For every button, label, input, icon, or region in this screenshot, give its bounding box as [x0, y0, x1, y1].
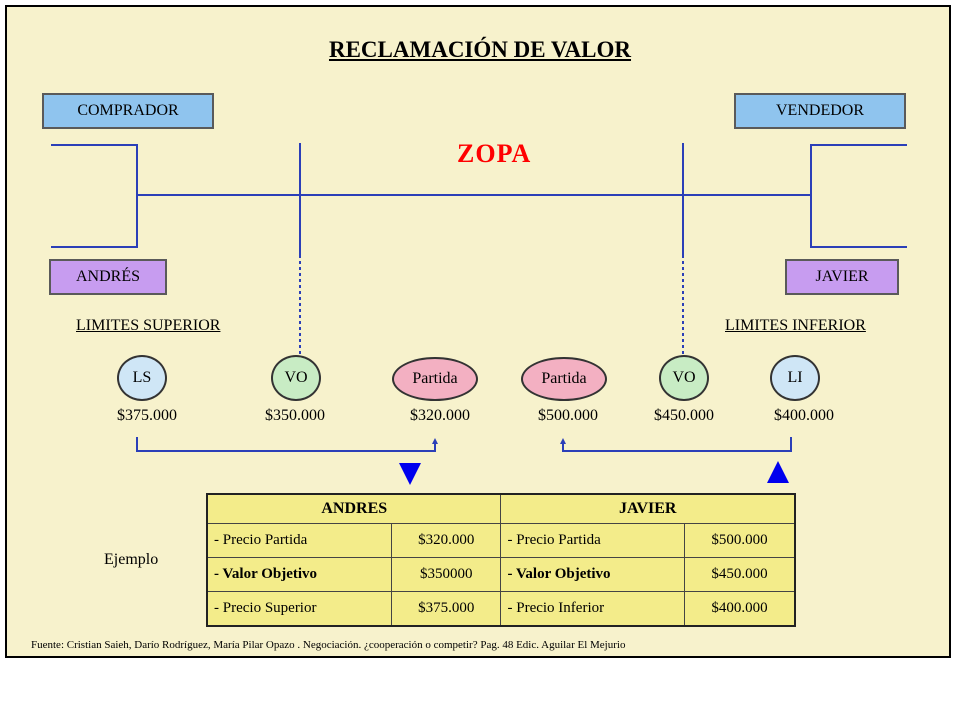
andres-row-value: $350000 — [390, 556, 502, 592]
small-up-arrow-icon — [432, 438, 438, 444]
zopa-label: ZOPA — [457, 139, 532, 168]
table-row: - Precio Superior $375.000 - Precio Infe… — [206, 590, 796, 627]
li-oval: LI — [770, 355, 820, 401]
diagram-title: RECLAMACIÓN DE VALOR — [328, 37, 632, 62]
down-arrow-icon — [399, 463, 421, 485]
buyer-role-box: COMPRADOR — [42, 93, 214, 129]
buyer-range-bracket — [136, 437, 436, 452]
vo-oval-seller: VO — [659, 355, 709, 401]
buyer-limit-label: LIMITES SUPERIOR — [76, 317, 221, 334]
seller-role-box: VENDEDOR — [734, 93, 906, 129]
javier-header: JAVIER — [500, 493, 796, 524]
table-row: - Valor Objetivo $350000 - Valor Objetiv… — [206, 556, 796, 592]
small-up-arrow-icon — [560, 438, 566, 444]
andres-row-label: - Valor Objetivo — [206, 556, 392, 592]
buyer-bracket — [51, 144, 138, 248]
table-row: - Precio Partida $320.000 - Precio Parti… — [206, 523, 796, 558]
andres-header: ANDRES — [206, 493, 502, 524]
ls-value: $375.000 — [117, 407, 177, 424]
javier-row-label: - Precio Inferior — [500, 590, 686, 627]
partida-buyer-value: $320.000 — [410, 407, 470, 424]
example-label: Ejemplo — [104, 551, 159, 568]
javier-row-label: - Precio Partida — [500, 523, 686, 558]
vo-seller-value: $450.000 — [654, 407, 714, 424]
up-arrow-icon — [767, 461, 789, 483]
seller-range-bracket — [562, 437, 792, 452]
vo-oval-buyer: VO — [271, 355, 321, 401]
andres-row-label: - Precio Superior — [206, 590, 392, 627]
javier-row-value: $400.000 — [684, 590, 796, 627]
andres-row-value: $375.000 — [390, 590, 502, 627]
example-table: ANDRES JAVIER - Precio Partida $320.000 … — [206, 493, 796, 627]
diagram-panel: RECLAMACIÓN DE VALOR COMPRADOR VENDEDOR … — [5, 5, 951, 658]
vo-buyer-value: $350.000 — [265, 407, 325, 424]
ls-oval: LS — [117, 355, 167, 401]
javier-row-label: - Valor Objetivo — [500, 556, 686, 592]
buyer-name-box: ANDRÉS — [49, 259, 167, 295]
table-header-row: ANDRES JAVIER — [206, 493, 796, 524]
seller-limit-label: LIMITES INFERIOR — [725, 317, 866, 334]
seller-name-box: JAVIER — [785, 259, 899, 295]
andres-row-value: $320.000 — [390, 523, 502, 558]
partida-oval-seller: Partida — [521, 357, 607, 401]
partida-seller-value: $500.000 — [538, 407, 598, 424]
partida-oval-buyer: Partida — [392, 357, 478, 401]
andres-row-label: - Precio Partida — [206, 523, 392, 558]
diagram-lines — [51, 143, 907, 485]
source-citation: Fuente: Cristian Saieh, Darío Rodríguez,… — [31, 639, 626, 651]
li-value: $400.000 — [774, 407, 834, 424]
javier-row-value: $450.000 — [684, 556, 796, 592]
javier-row-value: $500.000 — [684, 523, 796, 558]
seller-bracket — [810, 144, 907, 248]
